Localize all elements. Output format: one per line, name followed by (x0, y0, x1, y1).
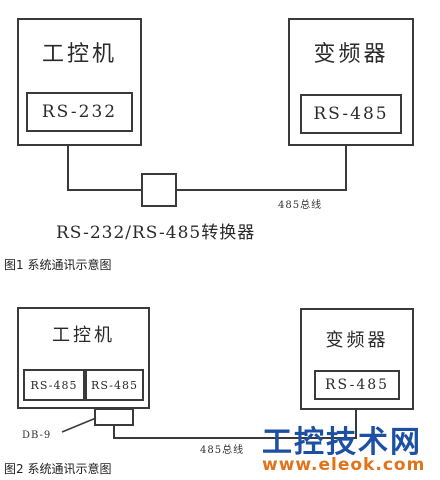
fig2-caption: 图2 系统通讯示意图 (4, 462, 112, 476)
fig1-converter-label: RS-232/RS-485转换器 (56, 223, 256, 243)
fig1-vfd-title: 变频器 (313, 42, 389, 67)
fig1-vfd-box: 变频器 RS-485 (288, 18, 414, 146)
watermark-url: www.eleok.com (262, 455, 426, 475)
fig2-vfd-title: 变频器 (325, 330, 389, 351)
fig2-vfd-port-box: RS-485 (314, 370, 400, 400)
fig1-wire-converter-to-vfd (176, 144, 347, 191)
fig1-pc-box: 工控机 RS-232 (17, 18, 142, 146)
fig2-vfd-box: 变频器 RS-485 (300, 308, 414, 410)
fig1-pc-port-box: RS-232 (26, 92, 133, 132)
fig1-converter-block (141, 173, 177, 207)
fig2-db9-leader-line (61, 417, 97, 433)
fig2-db9-label: DB-9 (22, 430, 52, 441)
fig2-pc-title: 工控机 (52, 325, 115, 346)
fig2-pc-port-a-label: RS-485 (30, 378, 78, 392)
fig2-pc-port-b-label: RS-485 (91, 378, 138, 392)
fig1-vfd-port-box: RS-485 (300, 94, 402, 134)
fig1-wire-pc-to-converter (67, 144, 142, 191)
fig2-vfd-port-label: RS-485 (324, 377, 390, 393)
fig2-db9-connector (94, 408, 134, 426)
fig2-pc-port-b-box: RS-485 (85, 369, 144, 401)
fig2-pc-port-a-box: RS-485 (23, 369, 85, 401)
fig1-pc-title: 工控机 (41, 42, 117, 67)
fig2-bus-label: 485总线 (200, 445, 245, 456)
fig2-bus-wire (113, 410, 357, 439)
fig1-pc-port-label: RS-232 (41, 102, 118, 122)
fig1-caption: 图1 系统通讯示意图 (4, 258, 112, 272)
watermark-site-name: 工控技术网 (262, 425, 422, 460)
fig1-bus-label: 485总线 (278, 200, 323, 211)
fig1-vfd-port-label: RS-485 (313, 104, 389, 124)
fig2-pc-box: 工控机 RS-485 RS-485 (17, 307, 150, 409)
